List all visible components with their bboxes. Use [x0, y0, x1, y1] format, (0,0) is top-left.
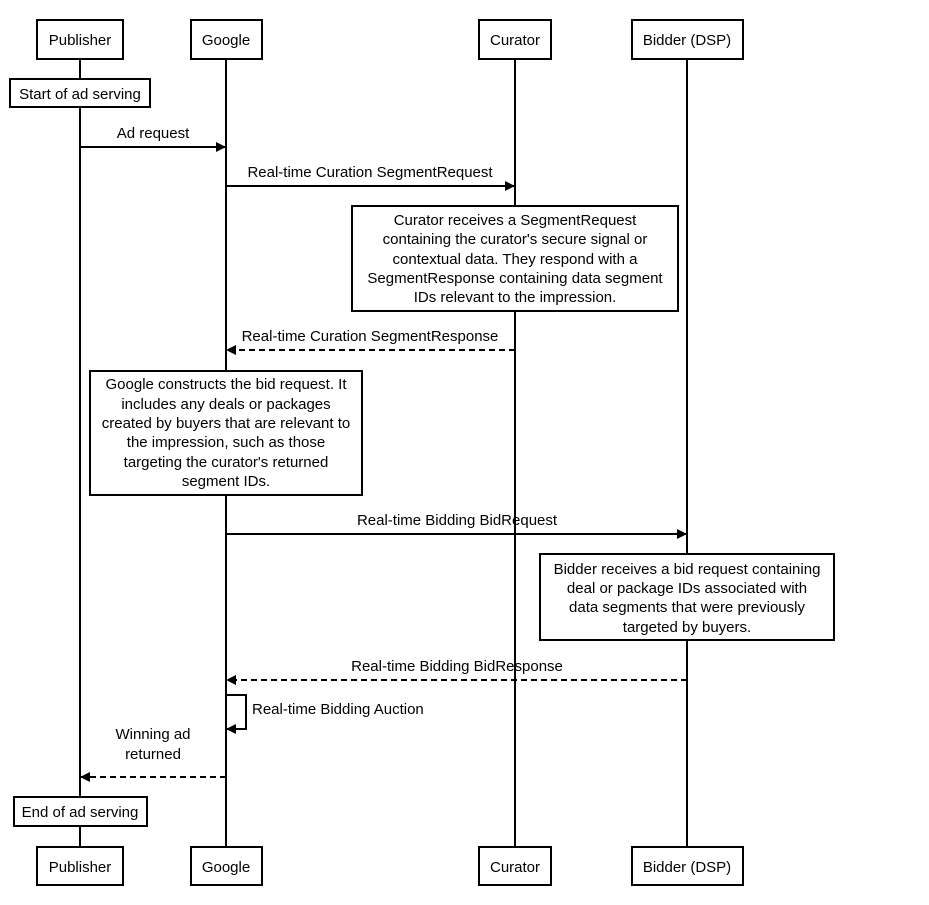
note-line: created by buyers that are relevant to: [102, 415, 350, 432]
note-line: SegmentResponse containing data segment: [367, 270, 663, 287]
participant-label: Bidder (DSP): [643, 32, 731, 49]
end-label: End of ad serving: [22, 804, 139, 821]
segment-request-label: Real-time Curation SegmentRequest: [247, 164, 493, 181]
note-line: targeted by buyers.: [623, 619, 751, 636]
auction-label: Real-time Bidding Auction: [252, 701, 424, 718]
note-line: Google constructs the bid request. It: [106, 376, 348, 393]
note-line: includes any deals or packages: [121, 396, 330, 413]
winning-ad-label: returned: [125, 746, 181, 763]
participant-bidder-bottom: Bidder (DSP): [631, 846, 744, 886]
note-line: IDs relevant to the impression.: [414, 289, 617, 306]
start-label: Start of ad serving: [19, 86, 141, 103]
participant-curator-top: Curator: [478, 19, 552, 60]
note-line: Curator receives a SegmentRequest: [394, 212, 637, 229]
participant-curator-bottom: Curator: [478, 846, 552, 886]
note-line: segment IDs.: [182, 473, 270, 490]
participant-bidder-top: Bidder (DSP): [631, 19, 744, 60]
participant-google-top: Google: [190, 19, 263, 60]
google-note: Google constructs the bid request. It in…: [89, 370, 363, 496]
participant-label: Google: [202, 32, 250, 49]
start-marker: Start of ad serving: [9, 78, 151, 108]
note-line: containing the curator's secure signal o…: [383, 231, 648, 248]
participant-label: Curator: [490, 859, 540, 876]
winning-ad-label: Winning ad: [115, 726, 190, 743]
participant-publisher-top: Publisher: [36, 19, 124, 60]
note-line: data segments that were previously: [569, 599, 805, 616]
participant-label: Google: [202, 859, 250, 876]
note-line: contextual data. They respond with a: [393, 251, 639, 268]
end-marker: End of ad serving: [13, 796, 148, 827]
segment-response-label: Real-time Curation SegmentResponse: [242, 328, 499, 345]
note-line: deal or package IDs associated with: [567, 580, 807, 597]
participant-publisher-bottom: Publisher: [36, 846, 124, 886]
auction-self-arrow: [226, 694, 247, 734]
participant-label: Publisher: [49, 859, 112, 876]
participant-label: Publisher: [49, 32, 112, 49]
note-line: the impression, such as those: [127, 434, 325, 451]
ad-request-label: Ad request: [117, 125, 190, 142]
bid-response-label: Real-time Bidding BidResponse: [351, 658, 563, 675]
participant-label: Bidder (DSP): [643, 859, 731, 876]
note-line: targeting the curator's returned: [124, 454, 329, 471]
note-line: Bidder receives a bid request containing: [554, 561, 821, 578]
curator-note: Curator receives a SegmentRequest contai…: [351, 205, 679, 312]
bidder-note: Bidder receives a bid request containing…: [539, 553, 835, 641]
participant-label: Curator: [490, 32, 540, 49]
participant-google-bottom: Google: [190, 846, 263, 886]
bid-request-label: Real-time Bidding BidRequest: [357, 512, 558, 529]
